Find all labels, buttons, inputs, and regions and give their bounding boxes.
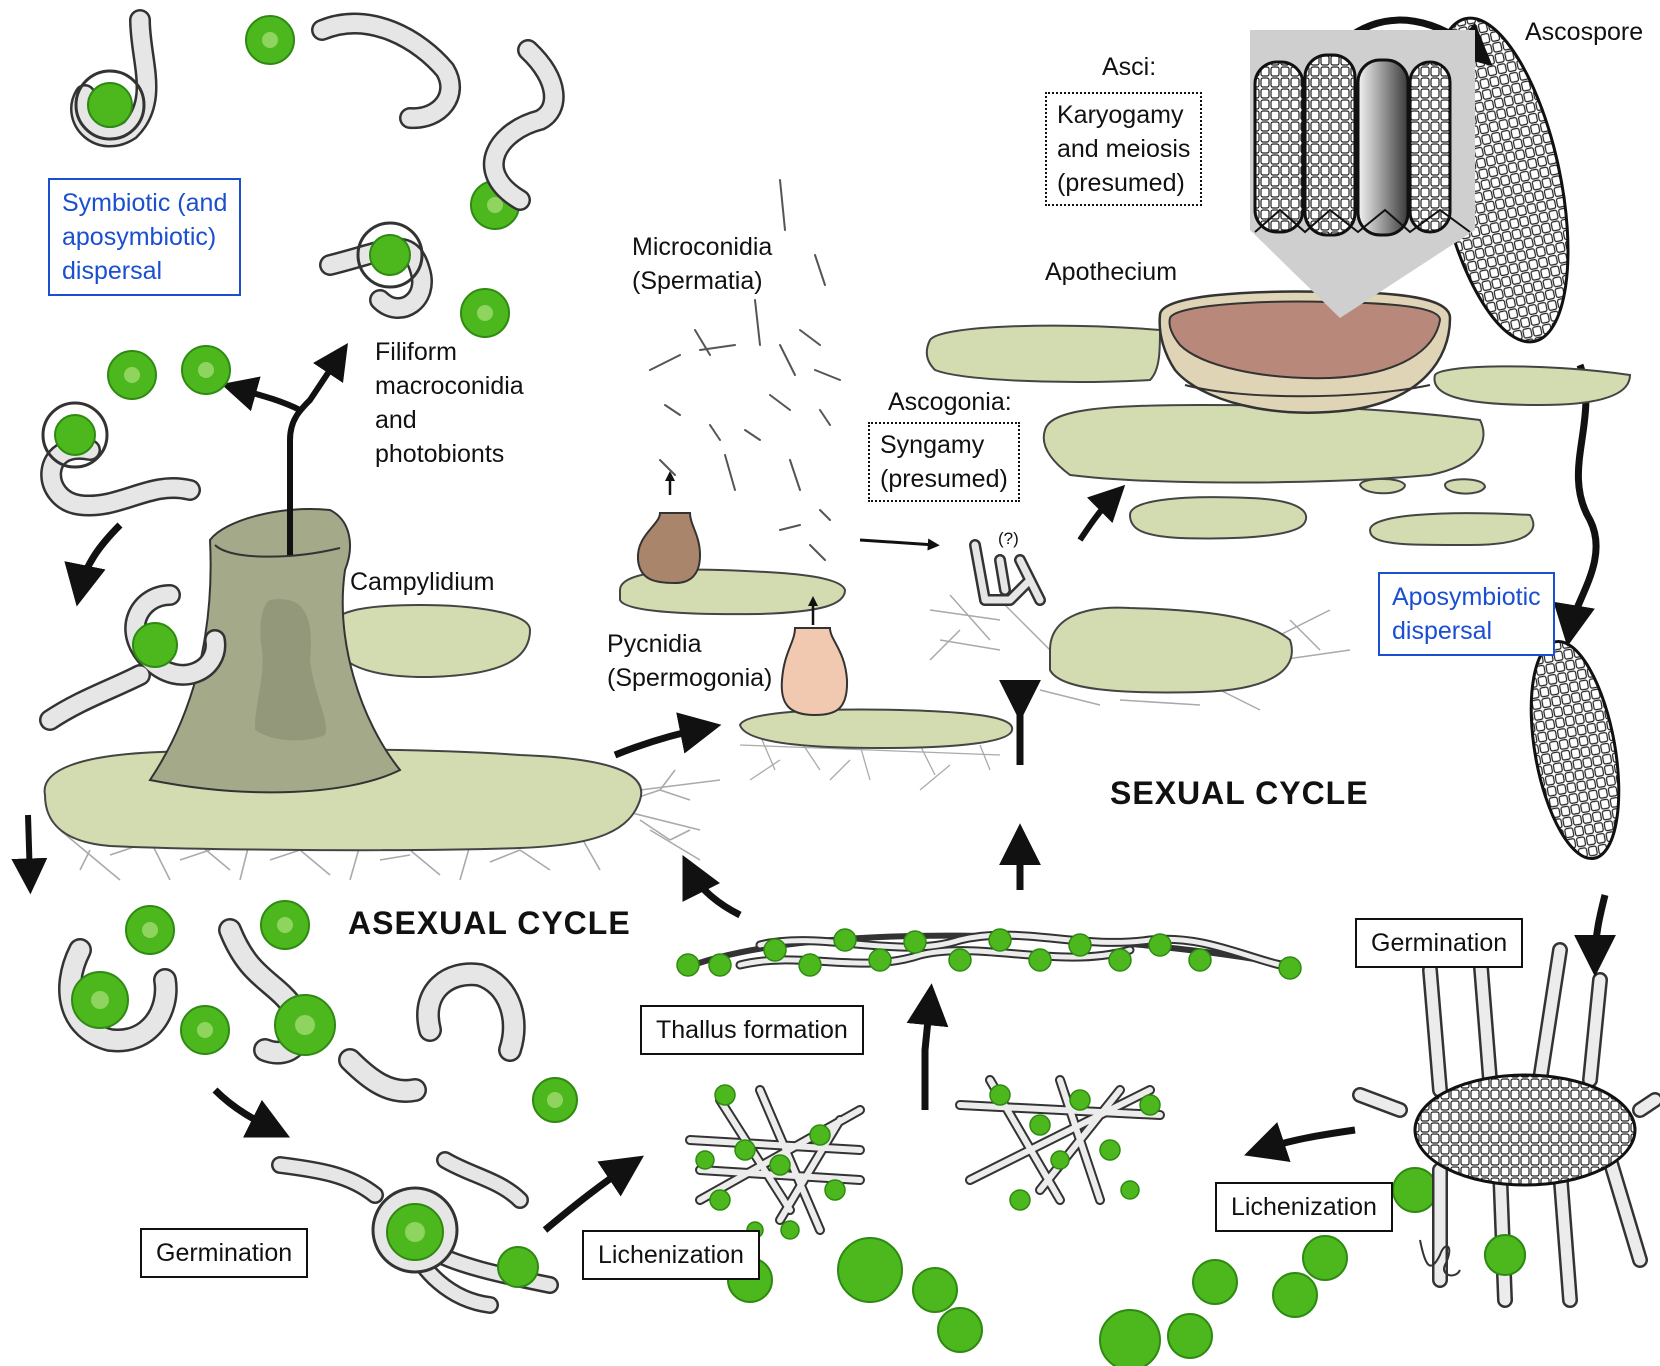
apothecium-structure — [925, 30, 1632, 547]
apothecium-label: Apothecium — [1045, 258, 1178, 286]
filiform-macroconidia-label: Filiform macroconidia and photobionts — [375, 338, 524, 468]
germination-right-box: Germination — [1355, 918, 1524, 968]
symbiotic-dispersal-label: Symbiotic (and aposymbiotic) dispersal — [48, 178, 242, 296]
ascogonia-thallus — [859, 484, 1351, 765]
ascospore-label: Ascospore — [1525, 18, 1644, 46]
photobionts-top-left — [40, 9, 565, 517]
pycnidia-label: Pycnidia (Spermogonia) — [607, 630, 773, 692]
syngamy-box: Syngamy (presumed) — [868, 422, 1020, 502]
thallus-formation-strip — [676, 823, 1302, 980]
ascogonia-label: Ascogonia: — [888, 388, 1012, 416]
campylidium-structure — [148, 343, 402, 794]
uncertain-marker: (?) — [998, 529, 1019, 548]
lichenization-left-box: Lichenization — [582, 1230, 760, 1280]
lichenization-right-box: Lichenization — [1215, 1182, 1393, 1232]
karyogamy-box: Karyogamy and meiosis (presumed) — [1045, 92, 1203, 206]
pycnidia-structures — [613, 179, 1014, 791]
photobionts-bottom-left — [11, 814, 578, 1138]
thallus-formation-box: Thallus formation — [640, 1005, 864, 1055]
left-conidium — [39, 522, 227, 731]
sexual-cycle-title: SEXUAL CYCLE — [1110, 775, 1369, 811]
aposymbiotic-dispersal-label: Aposymbiotic dispersal — [1378, 572, 1555, 656]
asexual-cycle-title: ASEXUAL CYCLE — [348, 905, 631, 941]
germinating-conidium — [271, 1151, 644, 1314]
artist-signature — [1419, 1239, 1461, 1277]
campylidium-label: Campylidium — [350, 568, 495, 596]
asci-label: Asci: — [1102, 53, 1157, 81]
microconidia-label: Microconidia (Spermatia) — [632, 233, 773, 295]
germination-left-box: Germination — [140, 1228, 309, 1278]
germinating-ascospore — [1352, 894, 1660, 1308]
